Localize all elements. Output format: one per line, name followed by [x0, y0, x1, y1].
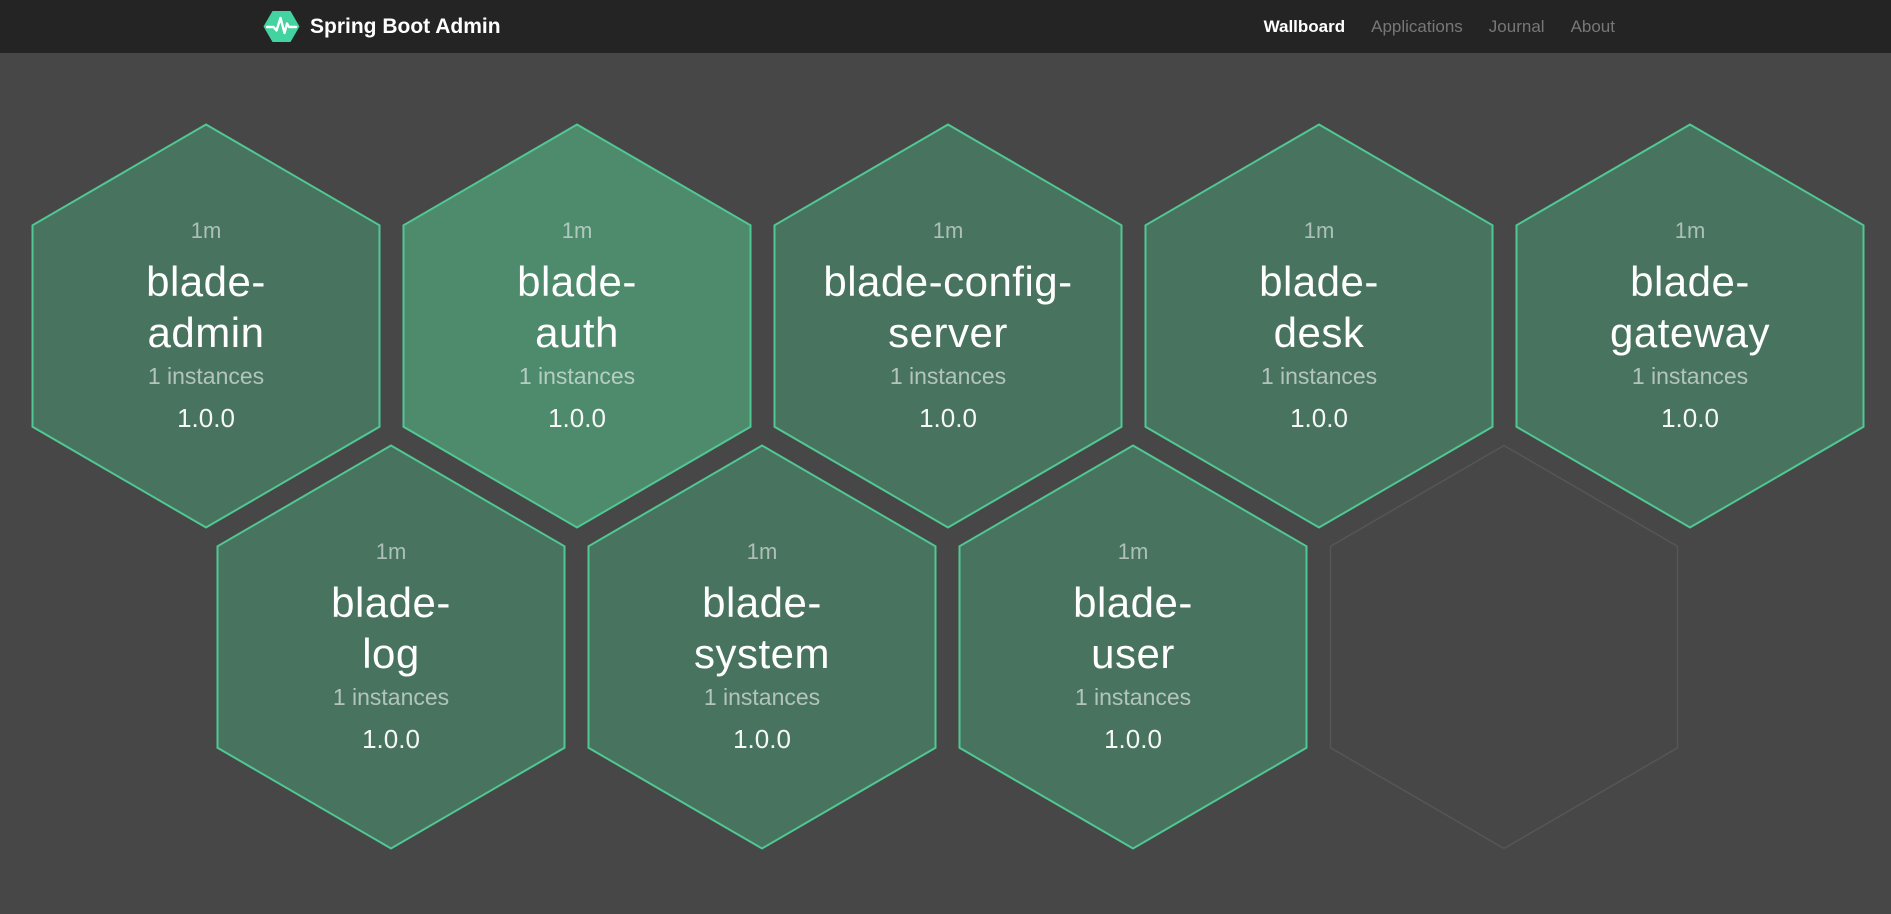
- navbar: Spring Boot Admin Wallboard Applications J…: [0, 0, 1891, 53]
- hexagon-empty-slot: [1329, 444, 1679, 850]
- nav-item: Applications: [1358, 1, 1476, 53]
- brand-link[interactable]: Spring Boot Admin: [263, 10, 501, 43]
- logo-hexagon-shape: [263, 11, 300, 42]
- nav-link-wallboard[interactable]: Wallboard: [1263, 16, 1346, 36]
- nav-link-journal[interactable]: Journal: [1488, 16, 1545, 36]
- hexagon-polygon: [1144, 123, 1494, 529]
- hexagon-shape: [216, 444, 566, 850]
- hexagon-polygon: [773, 123, 1123, 529]
- nav-link-about[interactable]: About: [1570, 16, 1615, 36]
- navbar-container: Spring Boot Admin Wallboard Applications J…: [263, 0, 1628, 53]
- hexagon-polygon: [1515, 123, 1865, 529]
- hexagon-polygon: [1329, 444, 1679, 850]
- hexagon-polygon: [31, 123, 381, 529]
- nav-item: About: [1558, 1, 1628, 53]
- hexagon-polygon: [216, 444, 566, 850]
- brand-title: Spring Boot Admin: [310, 14, 501, 38]
- main-nav: Wallboard Applications Journal About: [1251, 1, 1628, 53]
- nav-link-applications[interactable]: Applications: [1371, 16, 1463, 36]
- hexagon-shape: [1144, 123, 1494, 529]
- hexagon-shape: [958, 444, 1308, 850]
- nav-item: Journal: [1476, 1, 1558, 53]
- spring-boot-admin-logo-icon: [263, 11, 300, 42]
- hexagon-shape: [587, 444, 937, 850]
- pulse-icon: [265, 16, 298, 35]
- hexagon-shape: [402, 123, 752, 529]
- hexagon-polygon: [587, 444, 937, 850]
- hexagon-shape: [1515, 123, 1865, 529]
- hexagon-shape: [1329, 444, 1679, 850]
- hexagon-shape: [31, 123, 381, 529]
- nav-links: Wallboard Applications Journal About: [1251, 1, 1628, 53]
- hexagon-polygon: [402, 123, 752, 529]
- hexagon-shape: [773, 123, 1123, 529]
- nav-item: Wallboard: [1251, 1, 1359, 53]
- hexagon-polygon: [958, 444, 1308, 850]
